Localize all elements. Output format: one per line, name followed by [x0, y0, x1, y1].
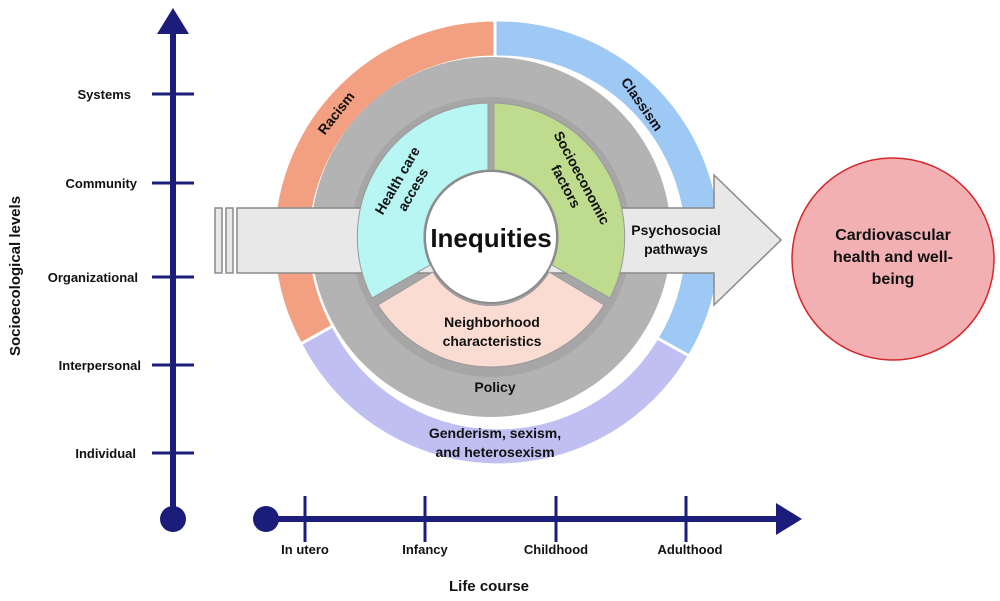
outcome-label-line1: Cardiovascular: [835, 227, 951, 244]
psychosocial-label-line1: Psychosocial: [631, 222, 721, 238]
horizontal-axis-title: Life course: [449, 578, 529, 595]
stage-label-infancy: Infancy: [402, 542, 448, 557]
level-label-interpersonal: Interpersonal: [59, 358, 141, 373]
inequities-label: Inequities: [430, 223, 551, 253]
policy-label: Policy: [474, 379, 515, 395]
stage-label-adulthood: Adulthood: [658, 542, 723, 557]
socioeconomic-segment: [493, 102, 626, 299]
arrow-tail-bar-2: [225, 207, 234, 274]
arrow-tail-bar-1: [214, 207, 223, 274]
inequities-center: [424, 170, 558, 304]
horizontal-axis: In utero Infancy Childhood Adulthood Lif…: [253, 496, 802, 595]
stage-label-childhood: Childhood: [524, 542, 588, 557]
genderism-segment: [298, 323, 692, 467]
genderism-label-line1: Genderism, sexism,: [429, 425, 561, 441]
vertical-axis-title: Socioecological levels: [7, 196, 24, 356]
genderism-label-line2: and heterosexism: [435, 444, 554, 460]
vertical-axis-origin-dot: [160, 506, 186, 532]
health-care-segment: [356, 102, 489, 299]
neighborhood-segment: [377, 271, 605, 368]
psychosocial-label-line2: pathways: [644, 241, 708, 257]
cardiovascular-outcome-circle: [791, 157, 995, 361]
neighborhood-label-line1: Neighborhood: [444, 314, 540, 330]
horizontal-axis-arrowhead: [776, 503, 802, 535]
level-label-community: Community: [66, 176, 138, 191]
level-label-organizational: Organizational: [48, 270, 138, 285]
neighborhood-label-line2: characteristics: [443, 333, 542, 349]
vertical-axis: Systems Community Organizational Interpe…: [7, 8, 194, 532]
level-label-individual: Individual: [75, 446, 136, 461]
outcome-label-line2: health and well-: [833, 249, 953, 266]
stage-label-in-utero: In utero: [281, 542, 329, 557]
vertical-axis-arrowhead: [157, 8, 189, 34]
level-label-systems: Systems: [78, 87, 131, 102]
outcome-label-line3: being: [872, 271, 915, 288]
horizontal-axis-origin-dot: [253, 506, 279, 532]
inner-ring: [356, 102, 626, 368]
